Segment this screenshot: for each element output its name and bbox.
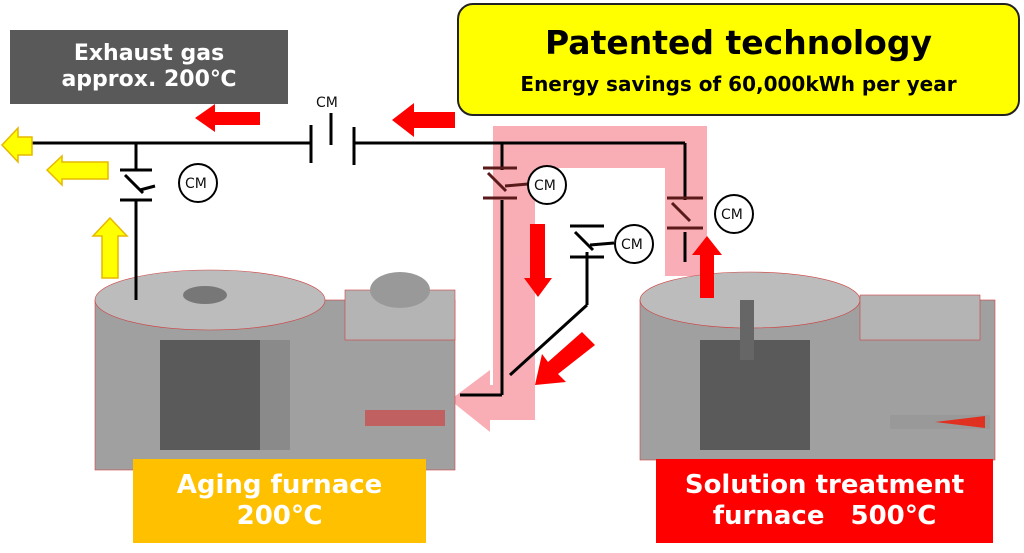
- bypass-damper[interactable]: [570, 224, 615, 259]
- aging-inlet-damper[interactable]: [483, 166, 529, 200]
- aging-furnace-label: Aging furnace 200℃: [133, 459, 426, 543]
- flow-arrow-down: [524, 224, 552, 297]
- bypass-damper-label: CM: [621, 237, 643, 253]
- exhaust-damper[interactable]: [120, 168, 156, 202]
- solution-outlet-damper-label: CM: [721, 207, 743, 223]
- exhaust-arrow-left: [45, 154, 109, 187]
- exhaust-gas-temperature: approx. 200℃: [61, 67, 237, 92]
- aging-furnace-illustration: [94, 269, 456, 471]
- exhaust-gas-label: Exhaust gas approx. 200℃: [10, 30, 288, 104]
- patent-callout-subtitle: Energy savings of 60,000kWh per year: [520, 72, 957, 97]
- flow-arrow-left-2: [392, 103, 455, 137]
- main-line-damper[interactable]: [309, 113, 356, 165]
- main-line-damper-label: CM: [316, 95, 338, 111]
- flow-arrow-left-1: [195, 104, 260, 132]
- duct-lines: [30, 141, 687, 397]
- aging-furnace-temperature: 200℃: [236, 501, 323, 531]
- solution-furnace-illustration: [639, 271, 996, 461]
- solution-furnace-name: Solution treatment: [684, 469, 965, 500]
- hot-air-flow-arrows: [195, 103, 722, 385]
- solution-furnace-label: Solution treatment furnace 500℃: [656, 459, 993, 543]
- aging-furnace-name: Aging furnace: [176, 469, 383, 500]
- exhaust-flow-arrows: [0, 126, 129, 279]
- exhaust-arrow-up: [91, 216, 129, 279]
- aging-inlet-damper-label: CM: [534, 178, 556, 194]
- exhaust-damper-actuator-icon: [178, 163, 218, 203]
- flow-arrow-diagonal: [535, 332, 595, 385]
- exhaust-damper-label: CM: [185, 176, 207, 192]
- solution-outlet-actuator-icon: [714, 194, 754, 234]
- exhaust-arrow-out: [0, 126, 33, 164]
- aging-inlet-actuator-icon: [527, 165, 567, 205]
- heat-recovery-path: [450, 126, 707, 432]
- solution-outlet-damper[interactable]: [667, 196, 703, 230]
- patent-callout-title: Patented technology: [545, 22, 932, 62]
- flow-arrow-up: [692, 236, 722, 298]
- exhaust-gas-title: Exhaust gas: [73, 40, 225, 66]
- patent-callout: Patented technology Energy savings of 60…: [457, 3, 1020, 116]
- bypass-actuator-icon: [614, 224, 654, 264]
- solution-furnace-temperature: furnace 500℃: [712, 501, 937, 531]
